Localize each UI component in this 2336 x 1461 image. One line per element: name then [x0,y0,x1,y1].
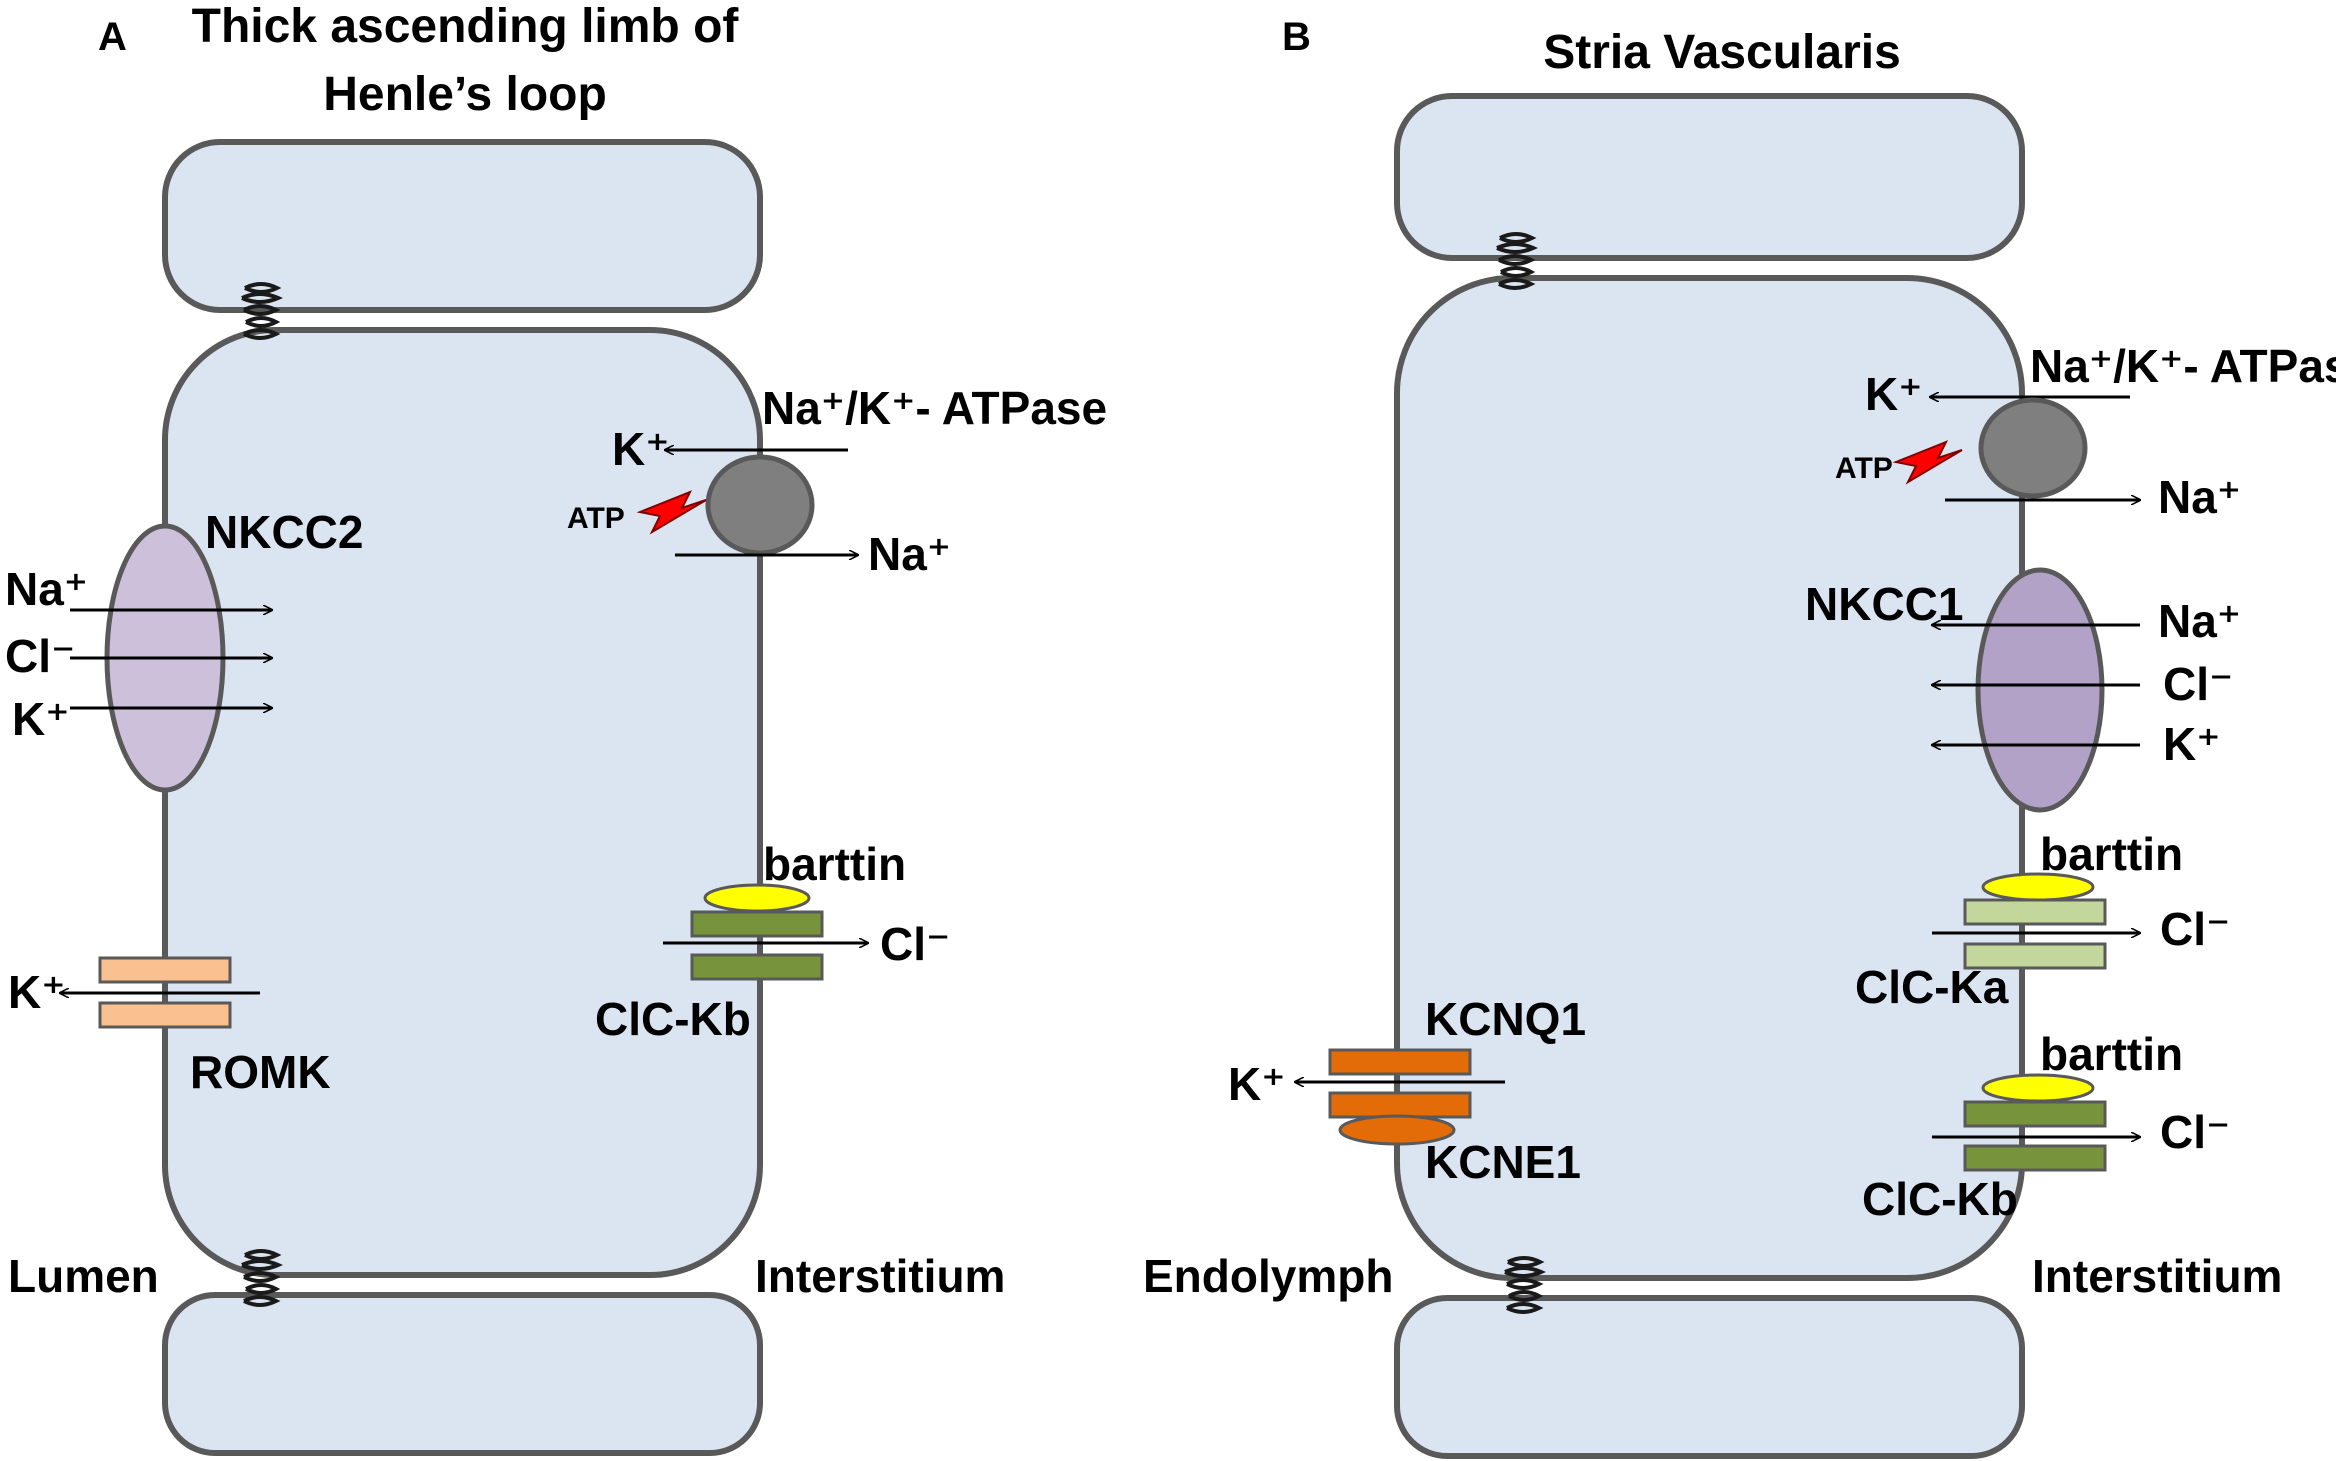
tight-junction-top-a-icon [241,282,283,340]
atp-bolt-a-icon [636,490,707,535]
pump-a-na-label: Na⁺ [868,528,951,580]
pump-b-k-label: K⁺ [1865,368,1923,420]
epithelial-cell-a [162,327,763,1278]
pump-a-label: Na⁺/K⁺- ATPase [762,382,1107,434]
endolymph-label: Endolymph [1143,1250,1393,1302]
barttin-ka [1981,872,2095,902]
strial-cell-b [1394,275,2025,1281]
clc-ka-cl-label: Cl⁻ [2160,903,2230,955]
kcnq1-channel-top [1328,1048,1472,1076]
kcnq1-channel-bottom [1328,1091,1472,1119]
romk-k-label: K⁺ [8,966,66,1018]
pump-b-na-label: Na⁺ [2158,471,2241,523]
kcnq1-k-label: K⁺ [1228,1058,1286,1110]
tight-junction-bottom-b-icon [1504,1256,1546,1314]
nkcc1-cl-label: Cl⁻ [2163,658,2233,710]
panel-b: B Stria Vascularis Na⁺/K⁺- ATPase K⁺ ATP… [1143,15,2336,1459]
neighbor-cell-top-b [1394,93,2025,261]
nkcc1-k-label: K⁺ [2163,718,2221,770]
lumen-label: Lumen [8,1250,159,1302]
nkcc2-cl-label: Cl⁻ [5,630,75,682]
clc-kb-a-top [690,910,824,938]
kcnq1-label: KCNQ1 [1425,993,1586,1045]
barttin-a [703,883,811,913]
nkcc2-na-label: Na⁺ [5,563,88,615]
tight-junction-top-b-icon [1496,232,1538,290]
atp-a-label: ATP [567,502,625,535]
barttin-ka-label: barttin [2040,828,2183,880]
atp-b-label: ATP [1835,452,1893,485]
clc-kb-b-bottom [1963,1144,2107,1172]
clc-kb-b-label: ClC-Kb [1862,1173,2018,1225]
clc-kb-a-label: ClC-Kb [595,993,751,1045]
atp-bolt-b-icon [1892,440,1963,485]
romk-channel-bottom [98,1001,232,1029]
neighbor-cell-bottom-b [1394,1295,2025,1459]
neighbor-cell-bottom-a [162,1292,763,1456]
nkcc2-k-label: K⁺ [12,693,70,745]
clc-ka-top [1963,898,2107,926]
barttin-a-label: barttin [763,838,906,890]
romk-channel-top [98,956,232,984]
nkcc1-transporter [1975,567,2105,813]
barttin-kb-label: barttin [2040,1028,2183,1080]
na-k-atpase-pump-a [705,454,815,556]
panel-a: A Thick ascending limb of Henle’s loop N… [5,0,1107,1456]
nkcc2-label: NKCC2 [205,506,363,558]
nkcc1-label: NKCC1 [1805,578,1963,630]
clc-kb-b-top [1963,1100,2107,1128]
panel-b-title: Stria Vascularis [1543,26,1901,79]
pump-a-k-label: K⁺ [612,423,670,475]
interstitium-a-label: Interstitium [755,1250,1005,1302]
panel-a-title-line2: Henle’s loop [323,68,607,121]
panel-a-letter: A [98,15,127,59]
barttin-kb [1981,1073,2095,1103]
neighbor-cell-top-a [162,139,763,313]
tight-junction-bottom-a-icon [241,1249,283,1307]
clc-kb-b-cl-label: Cl⁻ [2160,1106,2230,1158]
kcne1-subunit [1338,1114,1456,1146]
clc-ka-label: ClC-Ka [1855,961,2009,1013]
na-k-atpase-pump-b [1978,397,2088,499]
pump-b-label: Na⁺/K⁺- ATPase [2030,340,2336,392]
interstitium-b-label: Interstitium [2032,1250,2282,1302]
romk-label: ROMK [190,1046,331,1098]
panel-a-title-line1: Thick ascending limb of [192,0,740,53]
clc-ka-bottom [1963,942,2107,970]
clc-kb-a-cl-label: Cl⁻ [880,918,950,970]
kcne1-label: KCNE1 [1425,1136,1581,1188]
nkcc1-na-label: Na⁺ [2158,595,2241,647]
panel-b-letter: B [1282,15,1311,59]
clc-kb-a-bottom [690,953,824,981]
